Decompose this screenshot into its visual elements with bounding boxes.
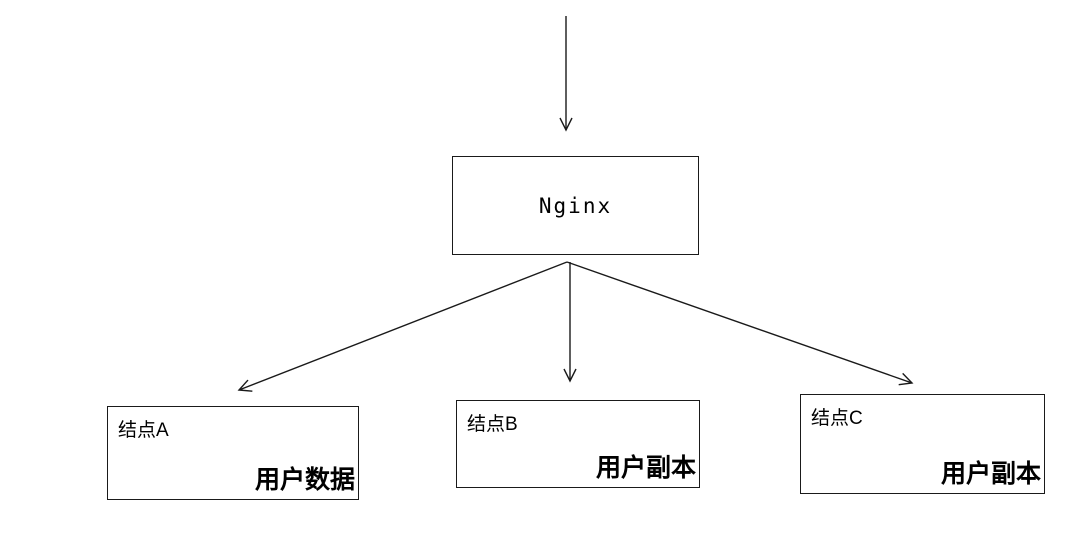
node-c-sublabel: 用户副本 — [940, 460, 1041, 488]
node-c: 结点C 用户副本 — [800, 394, 1045, 494]
edge-nginx-to-node-c — [566, 261, 914, 386]
node-a-label: 结点A — [118, 420, 169, 441]
node-a-sublabel: 用户数据 — [254, 466, 355, 494]
node-b-sublabel: 用户副本 — [595, 454, 696, 482]
nginx-node-label: Nginx — [538, 193, 613, 218]
node-c-label: 结点C — [811, 408, 863, 429]
node-b-label: 结点B — [467, 414, 518, 435]
node-a: 结点A 用户数据 — [107, 406, 359, 500]
node-b: 结点B 用户副本 — [456, 400, 700, 488]
nginx-node: Nginx — [452, 156, 699, 255]
edge-nginx-to-node-a — [237, 261, 568, 392]
